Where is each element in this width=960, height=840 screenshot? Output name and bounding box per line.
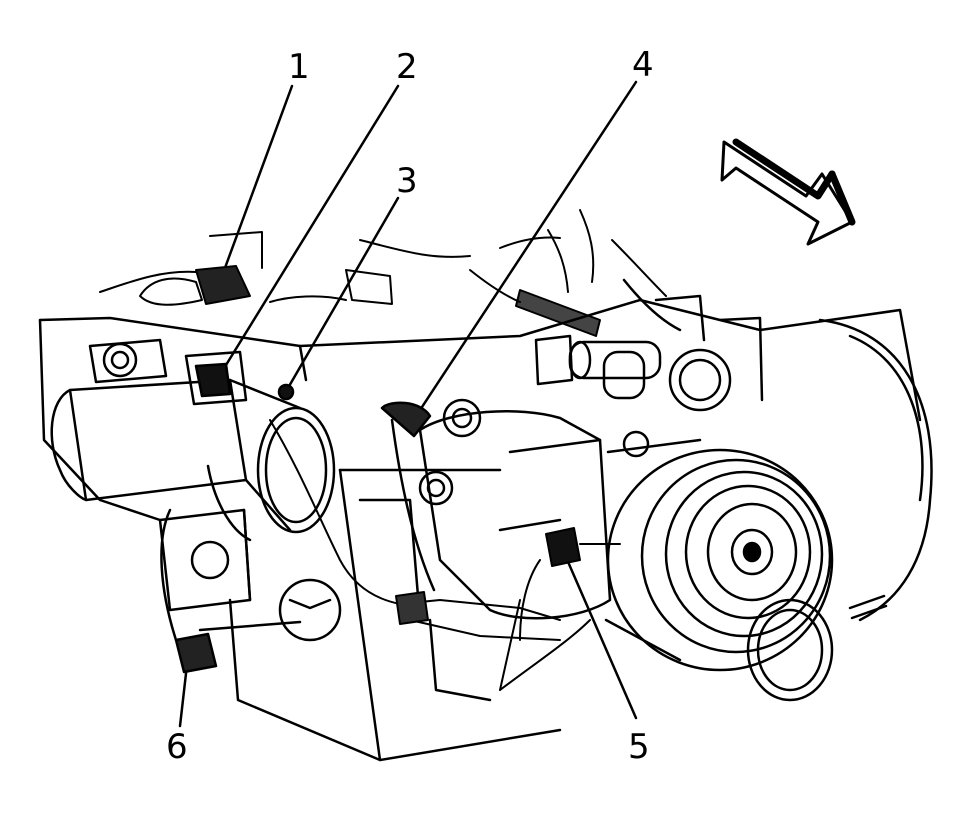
callout-3: 3 [396,161,418,201]
direction-arrow-icon [720,138,856,246]
leader-line-2 [216,84,400,380]
leader-line-4 [418,80,638,412]
upper-harness [99,209,667,337]
leader-line-3 [286,196,400,390]
callout-1: 1 [288,47,310,87]
leader-line-1 [220,84,294,278]
callout-6: 6 [166,727,188,767]
compressor-pulley [604,438,834,672]
leader-line-5 [560,546,638,720]
callout-2: 2 [396,47,418,87]
starter-motor [50,338,336,534]
crankshaft-pulley [746,318,933,702]
lower-left-assembly [158,464,342,674]
callout-5: 5 [628,727,650,767]
engine-block [38,298,922,762]
ac-compressor [380,398,612,620]
refrigerant-fittings [534,278,764,458]
lower-harness [269,419,621,691]
callout-4: 4 [632,45,654,85]
leader-lines [178,80,638,728]
